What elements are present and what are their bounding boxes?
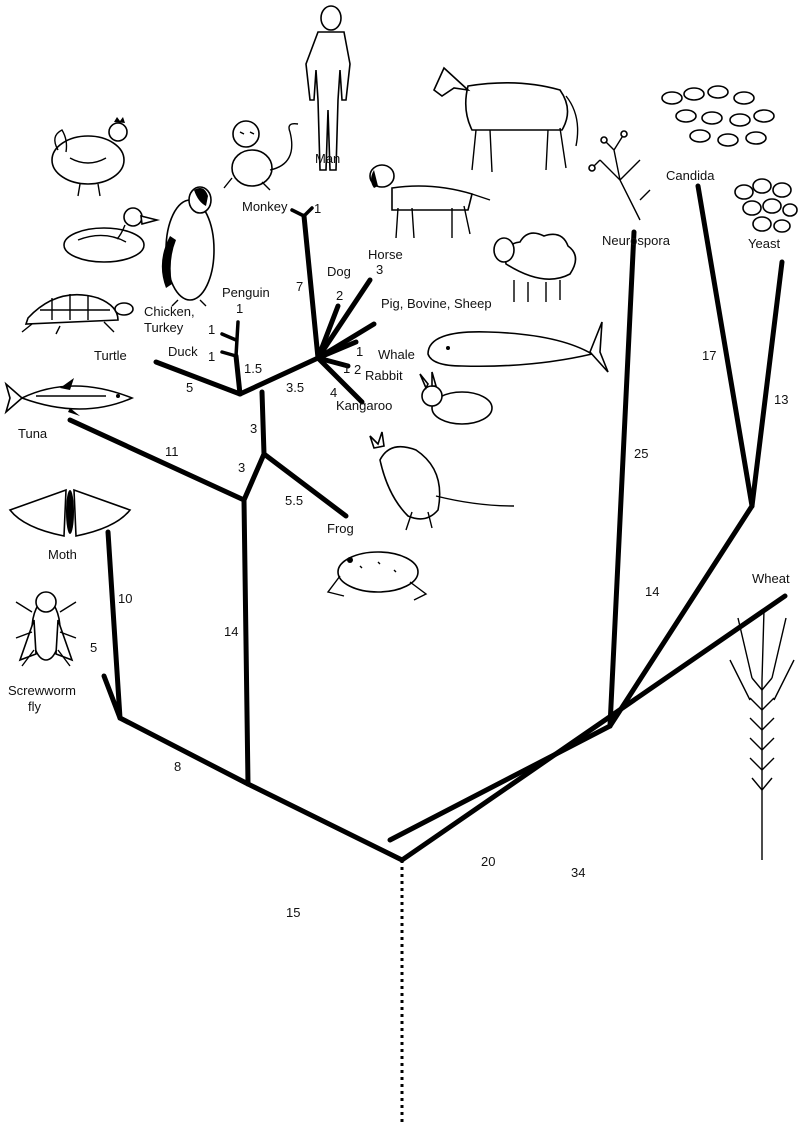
moth-illustration bbox=[10, 490, 130, 536]
branch-vertebrates bbox=[244, 500, 248, 784]
label-yeast: Yeast bbox=[748, 236, 780, 251]
yeast-illustration bbox=[735, 179, 797, 232]
branch-duck bbox=[222, 352, 236, 356]
len-wheat: 34 bbox=[571, 865, 585, 880]
branch-insects bbox=[120, 718, 248, 784]
len-fungi: 20 bbox=[481, 854, 495, 869]
sheep-illustration bbox=[494, 233, 576, 302]
len-neurospora: 25 bbox=[634, 446, 648, 461]
len-candida: 17 bbox=[702, 348, 716, 363]
len-yeast: 13 bbox=[774, 392, 788, 407]
label-chicken: Chicken, bbox=[144, 304, 195, 319]
len-rabbit: 2 bbox=[354, 362, 361, 377]
dog-illustration bbox=[370, 165, 490, 238]
label-neurospora: Neurospora bbox=[602, 233, 671, 248]
len-tuna: 11 bbox=[165, 444, 179, 459]
len-frog: 5.5 bbox=[285, 493, 303, 508]
len-insects: 8 bbox=[174, 759, 181, 774]
branch-turtle bbox=[156, 362, 240, 394]
len-vertebrates: 14 bbox=[224, 624, 238, 639]
label-kangaroo: Kangaroo bbox=[336, 398, 392, 413]
branch-monkey bbox=[292, 210, 304, 216]
len-penguin: 1 bbox=[236, 301, 243, 316]
len-yeasts: 14 bbox=[645, 584, 659, 599]
branch-man bbox=[304, 208, 312, 216]
len-moth: 10 bbox=[118, 591, 132, 606]
man-illustration bbox=[306, 6, 350, 170]
len-chicken-turkey: 1 bbox=[208, 322, 215, 337]
len-duck: 1 bbox=[208, 349, 215, 364]
label-fly: fly bbox=[28, 699, 42, 714]
len-pig: 1 bbox=[356, 344, 363, 359]
kangaroo-illustration bbox=[370, 432, 514, 530]
label-frog: Frog bbox=[327, 521, 354, 536]
label-monkey: Monkey bbox=[242, 199, 288, 214]
branch-yeast bbox=[752, 262, 782, 506]
len-mammals: 3.5 bbox=[286, 380, 304, 395]
branch-fungi bbox=[390, 726, 610, 840]
label-screwworm: Screwworm bbox=[8, 683, 76, 698]
branch-tetrapods bbox=[244, 454, 264, 500]
branch-chicken-turkey bbox=[222, 334, 236, 340]
len-horse: 3 bbox=[376, 262, 383, 277]
len-tetrapods: 3 bbox=[238, 460, 245, 475]
len-whale: 1 bbox=[343, 361, 350, 376]
branch-frog bbox=[264, 454, 346, 516]
fly-illustration bbox=[16, 592, 76, 666]
branch-amniotes bbox=[262, 392, 264, 454]
len-man-monkey: 7 bbox=[296, 279, 303, 294]
label-tuna: Tuna bbox=[18, 426, 48, 441]
len-dog: 2 bbox=[336, 288, 343, 303]
len-animals: 15 bbox=[286, 905, 300, 920]
rabbit-illustration bbox=[420, 372, 492, 424]
branch-candida bbox=[698, 186, 752, 506]
label-turkey: Turkey bbox=[144, 320, 184, 335]
label-duck: Duck bbox=[168, 344, 198, 359]
len-screwworm: 5 bbox=[90, 640, 97, 655]
branch-wheat bbox=[402, 596, 785, 860]
label-horse: Horse bbox=[368, 247, 403, 262]
wheat-illustration bbox=[730, 610, 794, 860]
branch-man-monkey bbox=[304, 216, 318, 358]
turtle-illustration bbox=[22, 294, 133, 334]
penguin-illustration bbox=[162, 187, 214, 306]
label-dog: Dog bbox=[327, 264, 351, 279]
frog-illustration bbox=[328, 552, 426, 600]
label-rabbit: Rabbit bbox=[365, 368, 403, 383]
len-turtle: 5 bbox=[186, 380, 193, 395]
branch-neurospora bbox=[610, 232, 634, 726]
branch-birds bbox=[236, 356, 240, 394]
label-pig-bovine-sheep: Pig, Bovine, Sheep bbox=[381, 296, 492, 311]
branch-tuna bbox=[70, 420, 244, 500]
tuna-illustration bbox=[6, 378, 132, 416]
len-kangaroo: 4 bbox=[330, 385, 337, 400]
label-wheat: Wheat bbox=[752, 571, 790, 586]
horse-illustration bbox=[434, 68, 578, 172]
whale-illustration bbox=[428, 322, 608, 372]
neurospora-illustration bbox=[589, 131, 650, 220]
candida-illustration bbox=[662, 86, 774, 146]
len-birds: 1.5 bbox=[244, 361, 262, 376]
label-turtle: Turtle bbox=[94, 348, 127, 363]
len-amniotes: 3 bbox=[250, 421, 257, 436]
monkey-illustration bbox=[224, 121, 298, 190]
len-monkey: 1 bbox=[314, 201, 321, 216]
label-moth: Moth bbox=[48, 547, 77, 562]
label-penguin: Penguin bbox=[222, 285, 270, 300]
branch-yeasts bbox=[610, 506, 752, 726]
duck-illustration bbox=[64, 208, 157, 262]
branch-animals bbox=[248, 784, 402, 860]
chicken-illustration bbox=[52, 117, 127, 196]
label-whale: Whale bbox=[378, 347, 415, 362]
label-man: Man bbox=[315, 151, 340, 166]
label-candida: Candida bbox=[666, 168, 715, 183]
